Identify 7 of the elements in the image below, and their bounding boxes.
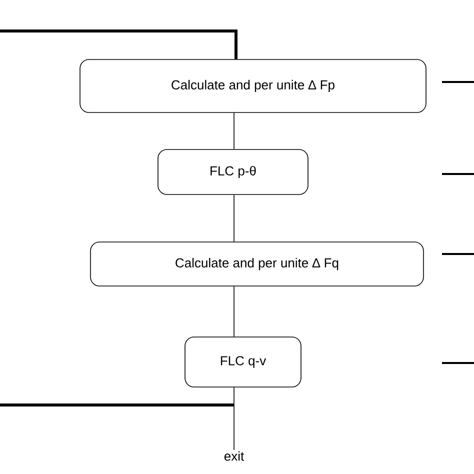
process-box: Calculate and per unite ∆ Fq bbox=[90, 242, 424, 286]
connector-line bbox=[0, 30, 238, 60]
process-box: FLC p-θ bbox=[158, 149, 308, 195]
exit-label: exit bbox=[224, 451, 244, 461]
process-box: FLC q-v bbox=[184, 336, 302, 388]
connector-line bbox=[0, 404, 234, 406]
process-box: Calculate and per unite ∆ Fp bbox=[80, 59, 426, 113]
